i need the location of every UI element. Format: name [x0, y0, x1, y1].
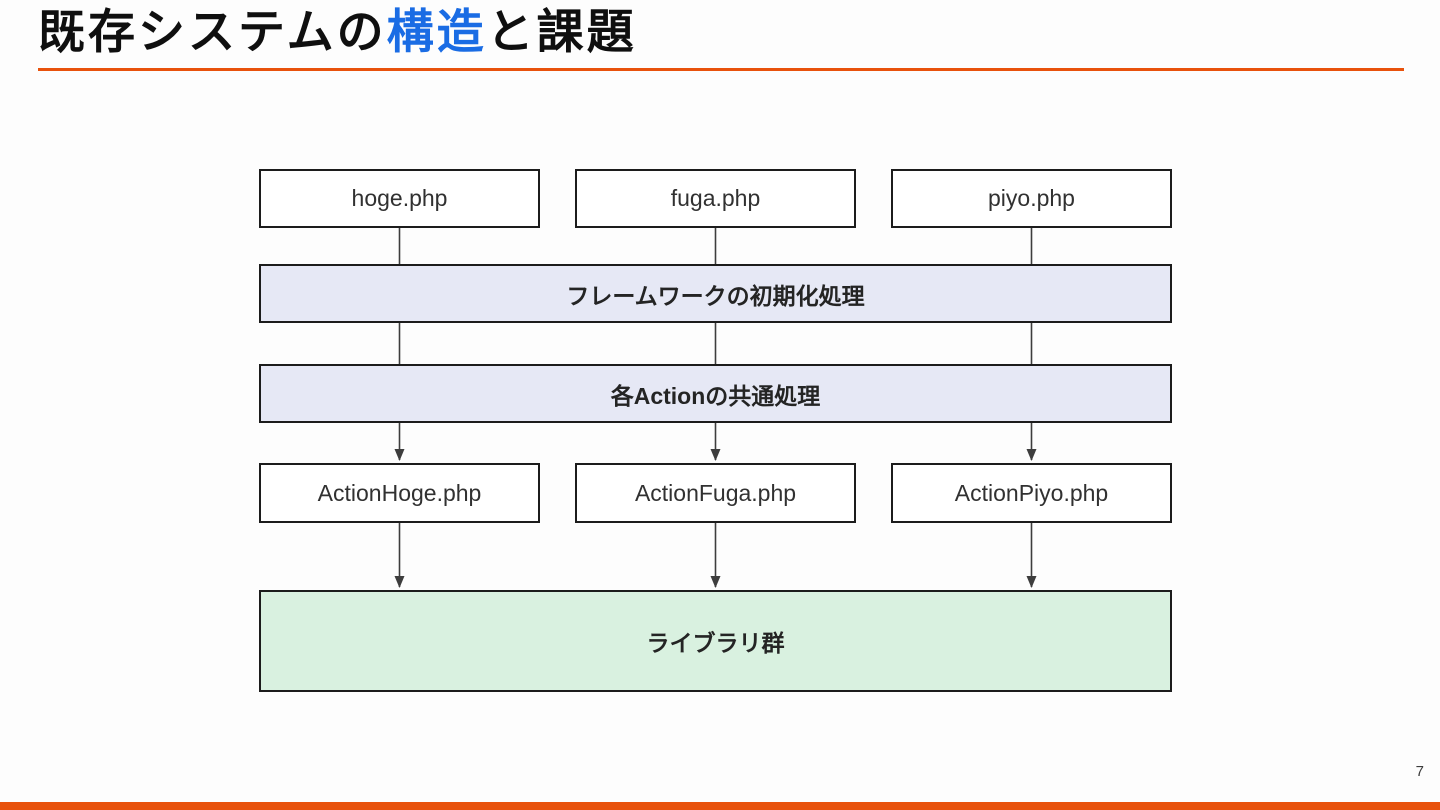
- node-label: hoge.php: [351, 185, 448, 211]
- node-label: ActionPiyo.php: [954, 479, 1109, 506]
- title-suffix: と課題: [486, 5, 637, 58]
- page-title: 既存システムの構造と課題: [38, 0, 637, 64]
- title-prefix: 既存システムの: [38, 5, 387, 58]
- node-fuga-php: fuga.php: [575, 169, 856, 228]
- node-label: ActionFuga.php: [634, 479, 797, 506]
- node-action-piyo-php: ActionPiyo.php: [891, 463, 1172, 523]
- node-label: ActionHoge.php: [317, 479, 482, 506]
- title-underline: [38, 68, 1404, 71]
- node-label: ライブラリ群: [646, 630, 785, 656]
- node-label: fuga.php: [670, 185, 761, 211]
- bottom-accent-bar: [0, 802, 1440, 810]
- node-piyo-php: piyo.php: [891, 169, 1172, 228]
- node-framework-init: フレームワークの初期化処理: [259, 264, 1172, 323]
- node-library-group: ライブラリ群: [259, 590, 1172, 692]
- node-action-common: 各Actionの共通処理: [259, 364, 1172, 423]
- node-action-fuga-php: ActionFuga.php: [575, 463, 856, 523]
- node-label: 各Actionの共通処理: [610, 382, 821, 409]
- node-hoge-php: hoge.php: [259, 169, 540, 228]
- node-label: フレームワークの初期化処理: [566, 282, 865, 309]
- node-label: piyo.php: [988, 185, 1075, 211]
- page-number: 7: [1415, 763, 1424, 780]
- title-highlight: 構造: [386, 5, 487, 58]
- node-action-hoge-php: ActionHoge.php: [259, 463, 540, 523]
